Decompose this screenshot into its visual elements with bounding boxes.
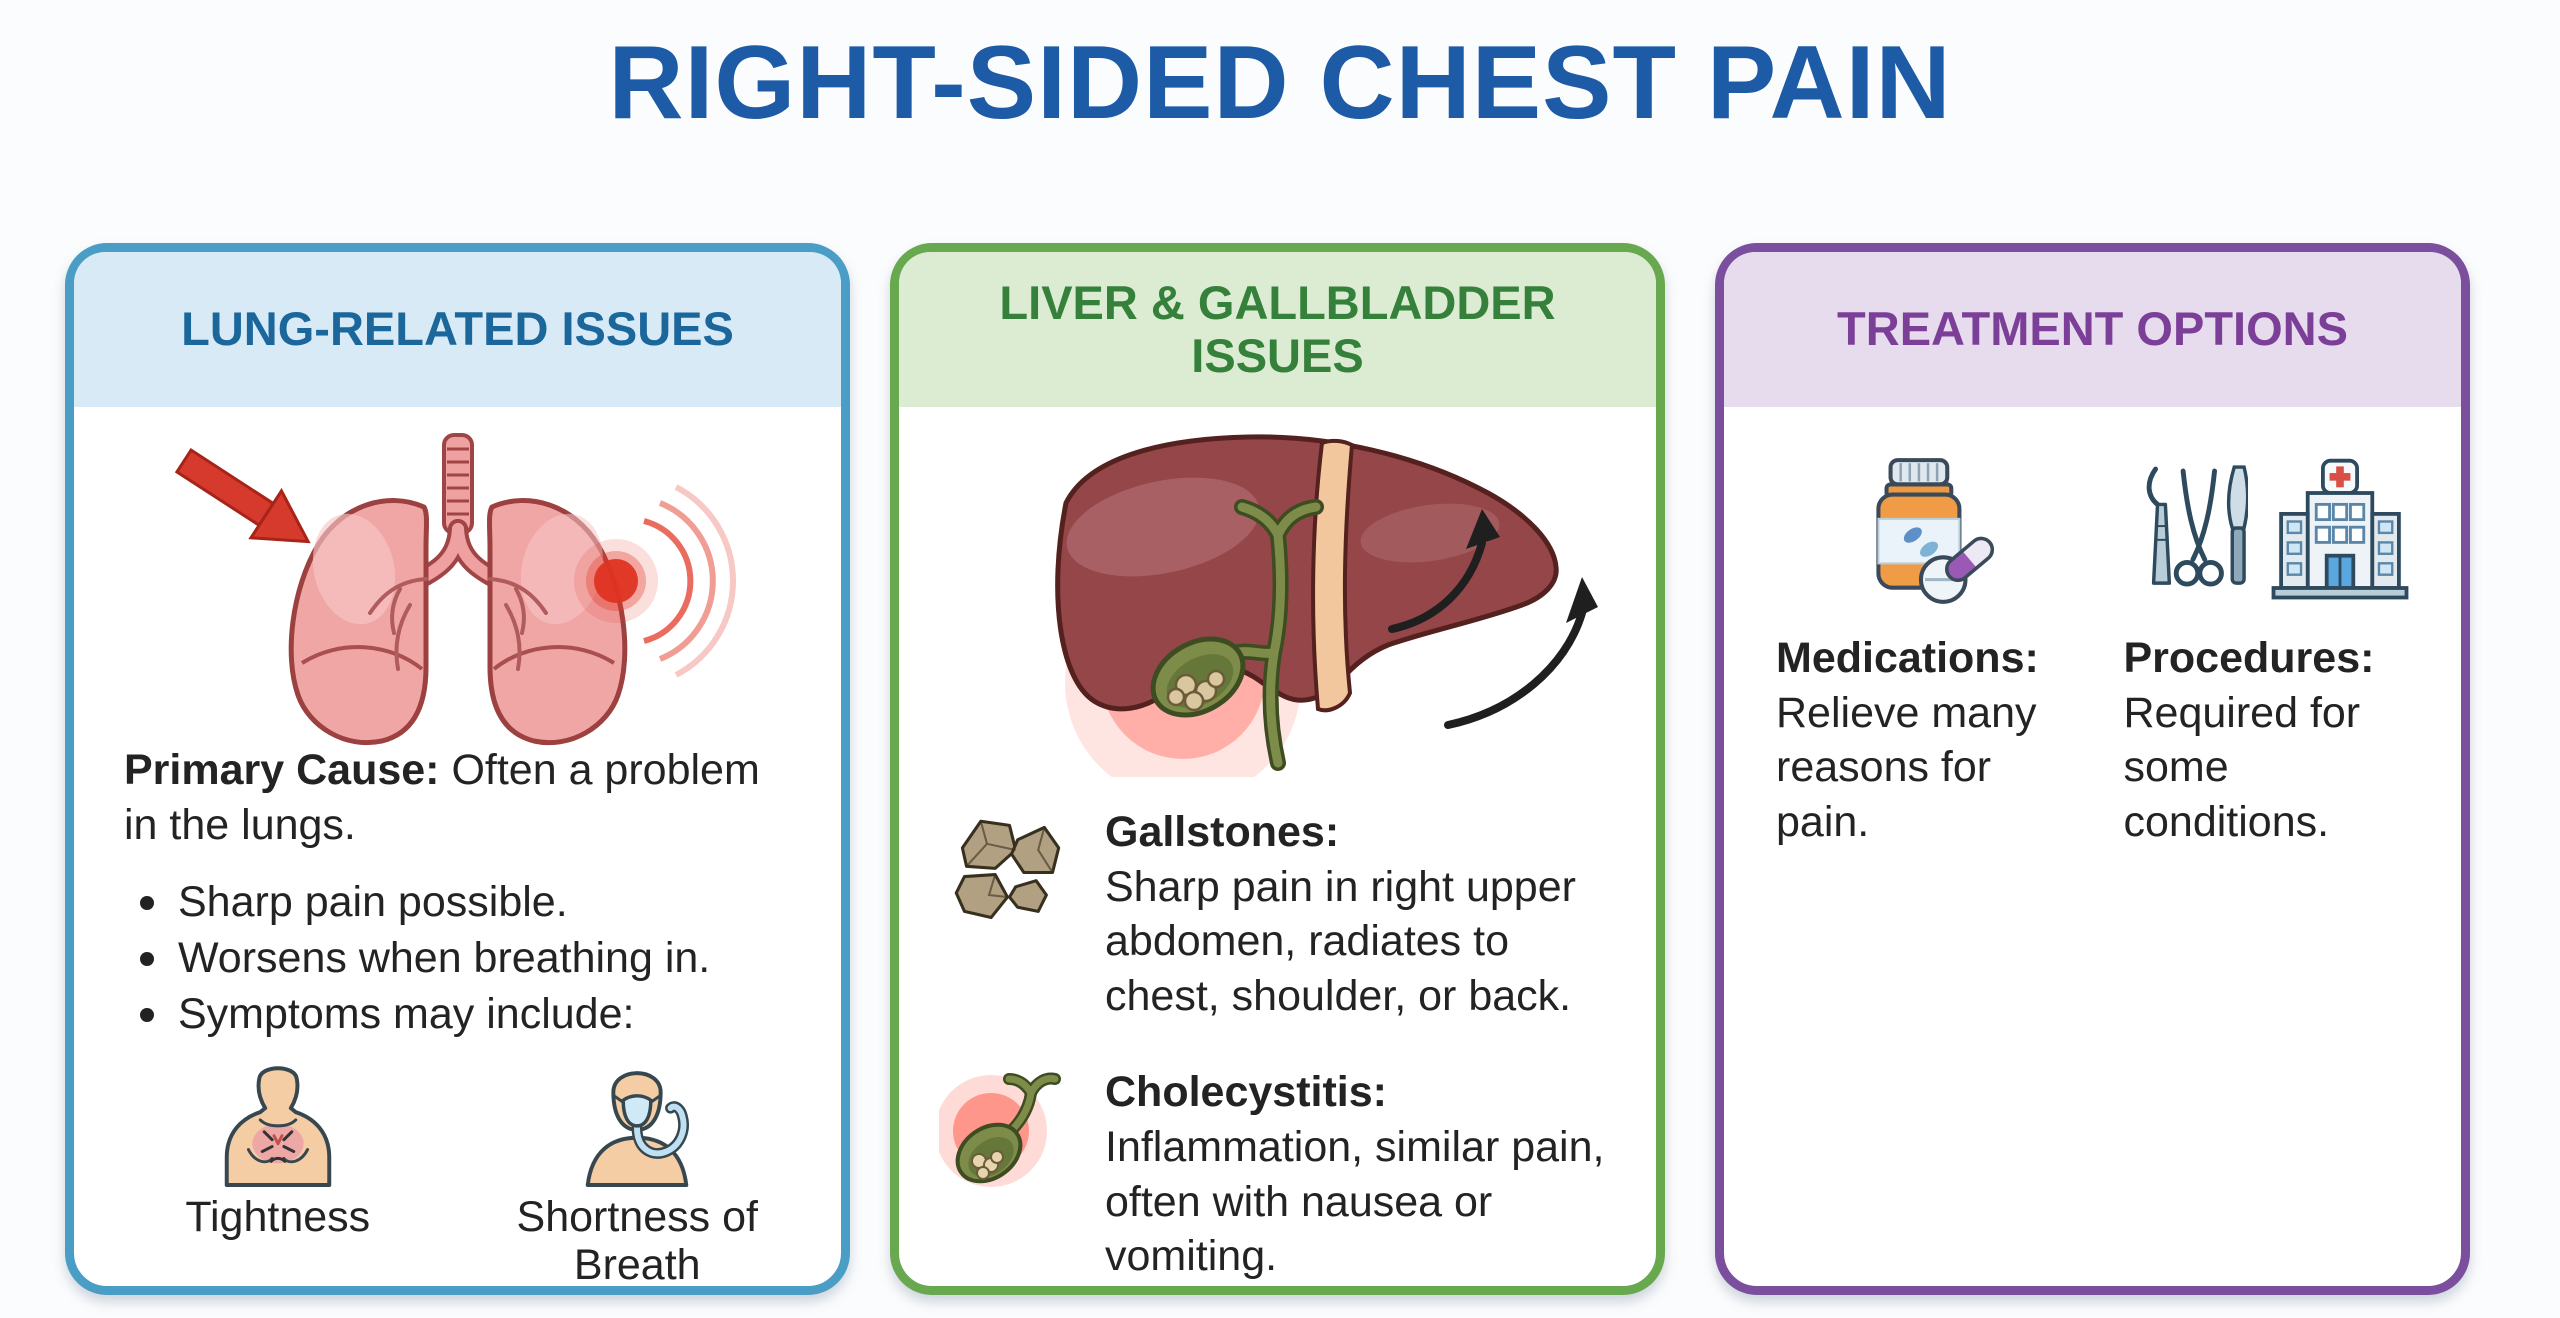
liver-gallbladder-illustration [948, 415, 1608, 801]
panel-lung-title: LUNG-RELATED ISSUES [181, 302, 734, 356]
gallstones-label: Gallstones: [1105, 808, 1340, 856]
symptom-shortness-of-breath: Shortness of Breath [477, 1047, 797, 1289]
bullet-item: Symptoms may include: [128, 987, 793, 1043]
medications-icons [1776, 449, 2076, 617]
cholecystitis-text: Cholecystitis: Inflammation, similar pai… [1105, 1065, 1628, 1283]
medications-label: Medications: [1776, 634, 2039, 682]
panel-liver-body: Gallstones: Sharp pain in right upper ab… [899, 407, 1656, 1286]
primary-cause-text: Often a problem in the lungs. [124, 746, 760, 850]
treatment-medications: Medications: Relieve many reasons for pa… [1776, 449, 2076, 849]
lung-bullet-list: Sharp pain possible. Worsens when breath… [128, 875, 793, 1043]
cholecystitis-label: Cholecystitis: [1105, 1068, 1387, 1117]
panel-treatment-header: TREATMENT OPTIONS [1724, 252, 2461, 407]
primary-cause-paragraph: Primary Cause: Often a problem in the lu… [124, 743, 789, 853]
panel-liver-gallbladder: LIVER & GALLBLADDER ISSUES [890, 243, 1665, 1295]
hospital-icon [2264, 455, 2416, 612]
liver-icon [1054, 434, 1598, 801]
panel-treatment-body: Medications: Relieve many reasons for pa… [1724, 407, 2461, 1286]
medications-description: Relieve many reasons for pain. [1776, 688, 2037, 846]
lungs-icon [174, 433, 736, 746]
cholecystitis-description: Inflammation, similar pain, often with n… [1105, 1123, 1605, 1281]
page-title: RIGHT-SIDED CHEST PAIN [608, 25, 1952, 141]
panel-liver-title: LIVER & GALLBLADDER ISSUES [999, 275, 1556, 382]
panel-treatment-options: TREATMENT OPTIONS [1715, 243, 2470, 1295]
inflamed-gallbladder-icon [939, 1065, 1079, 1209]
panel-lung-body: Primary Cause: Often a problem in the lu… [74, 407, 841, 1289]
issue-cholecystitis: Cholecystitis: Inflammation, similar pai… [939, 1065, 1628, 1283]
issue-gallstones: Gallstones: Sharp pain in right upper ab… [939, 805, 1628, 1023]
treatment-grid: Medications: Relieve many reasons for pa… [1776, 449, 2423, 849]
panel-liver-header: LIVER & GALLBLADDER ISSUES [899, 252, 1656, 407]
procedures-text: Procedures: Required for some conditions… [2124, 631, 2424, 849]
symptom-tightness: Tightness [118, 1047, 438, 1289]
panel-lung-issues: LUNG-RELATED ISSUES [65, 243, 850, 1295]
liver-issues-list: Gallstones: Sharp pain in right upper ab… [939, 805, 1628, 1284]
panel-treatment-title: TREATMENT OPTIONS [1837, 302, 2348, 356]
bullet-item: Worsens when breathing in. [128, 931, 793, 987]
gallstones-icon [939, 805, 1079, 937]
treatment-procedures: Procedures: Required for some conditions… [2124, 449, 2424, 849]
procedures-description: Required for some conditions. [2123, 688, 2361, 846]
primary-cause-label: Primary Cause: [124, 746, 440, 794]
surgical-instruments-icon [2130, 457, 2250, 610]
gallstones-description: Sharp pain in right upper abdomen, radia… [1105, 862, 1576, 1020]
procedures-label: Procedures: [2123, 634, 2375, 682]
symptom-icons-row: Tightness Shortness of Breath [98, 1047, 817, 1289]
lungs-pain-illustration [148, 429, 768, 764]
chest-tightness-icon [209, 1047, 347, 1187]
bullet-item: Sharp pain possible. [128, 875, 793, 931]
radiating-pain-arrows [1387, 539, 1586, 729]
shortness-label: Shortness of Breath [516, 1193, 758, 1290]
tightness-label: Tightness [185, 1193, 371, 1241]
red-arrow-icon [174, 448, 311, 544]
panel-lung-header: LUNG-RELATED ISSUES [74, 252, 841, 407]
medication-bottle-icon [1850, 450, 2002, 617]
shortness-of-breath-icon [568, 1047, 706, 1187]
gallstones-text: Gallstones: Sharp pain in right upper ab… [1105, 805, 1628, 1023]
procedures-icons [2124, 449, 2424, 617]
medications-text: Medications: Relieve many reasons for pa… [1776, 631, 2076, 849]
